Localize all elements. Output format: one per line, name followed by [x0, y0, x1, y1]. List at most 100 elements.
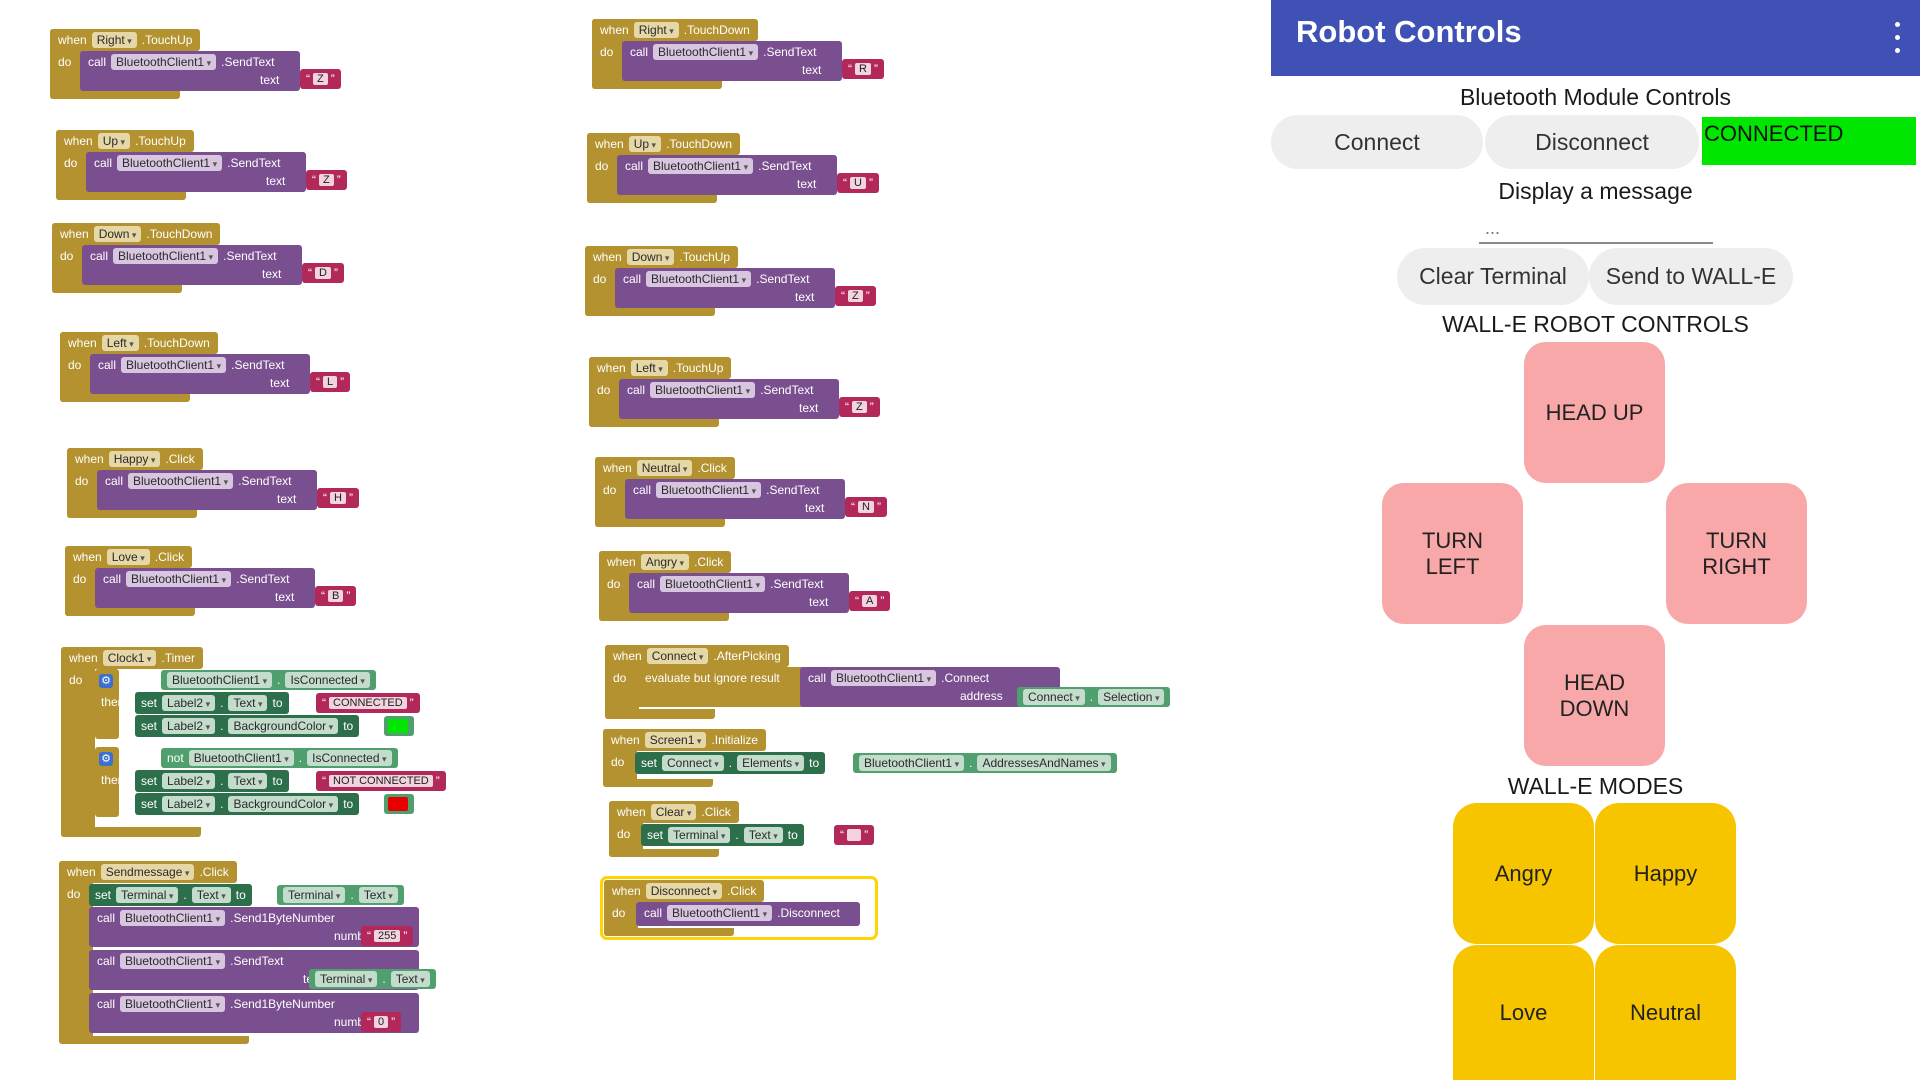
bgcolor-dropdown[interactable]: BackgroundColor	[228, 796, 339, 812]
bt-dropdown[interactable]: BluetoothClient1	[120, 996, 226, 1012]
call-disconnect-block[interactable]: call BluetoothClient1 .Disconnect	[636, 902, 860, 926]
set-connect-elements-block[interactable]: set Connect . Elements to	[635, 752, 826, 774]
string-value[interactable]: “ Z ”	[300, 69, 341, 89]
set-terminal-text-block[interactable]: set Terminal . Text to	[641, 824, 804, 846]
component-dropdown[interactable]: Left	[630, 360, 668, 376]
selection-dropdown[interactable]: Selection	[1098, 689, 1165, 705]
bt-dropdown[interactable]: BluetoothClient1	[660, 576, 766, 592]
connect-selection-getter[interactable]: Connect . Selection	[1017, 687, 1171, 707]
call-connect-block[interactable]: call BluetoothClient1 .Connect address	[800, 667, 1060, 707]
label-dropdown[interactable]: Label2	[162, 796, 216, 812]
event-block-happy-click[interactable]: whenHappy.ClickdocallBluetoothClient1.Se…	[67, 448, 387, 518]
isconnected-dropdown[interactable]: IsConnected	[307, 750, 392, 766]
gear-icon[interactable]: ⚙	[99, 674, 113, 688]
set-label-text-block-2[interactable]: set Label2 . Text to	[135, 770, 289, 792]
sendmessage-dropdown[interactable]: Sendmessage	[100, 864, 195, 880]
event-block-up-touchup[interactable]: whenUp.TouchUpdocallBluetoothClient1.Sen…	[56, 130, 376, 200]
component-dropdown[interactable]: Right	[91, 32, 137, 48]
event-block-screen-initialize[interactable]: when Screen1 .Initialize do set Connect …	[603, 729, 1143, 787]
bt-dropdown[interactable]: BluetoothClient1	[167, 672, 273, 688]
color-green-block[interactable]	[384, 716, 414, 736]
event-block-right-touchup[interactable]: whenRight.TouchUpdocallBluetoothClient1.…	[50, 29, 370, 99]
component-dropdown[interactable]: Left	[101, 335, 139, 351]
is-connected-block[interactable]: BluetoothClient1 . IsConnected	[161, 670, 376, 690]
head-down-button[interactable]: HEAD DOWN	[1524, 625, 1665, 766]
message-input[interactable]	[1479, 214, 1713, 244]
label-dropdown[interactable]: Label2	[162, 773, 216, 789]
event-block-love-click[interactable]: whenLove.ClickdocallBluetoothClient1.Sen…	[65, 546, 385, 616]
string-0[interactable]: “ 0 ”	[361, 1012, 402, 1032]
event-block-left-touchup[interactable]: whenLeft.TouchUpdocallBluetoothClient1.S…	[589, 357, 909, 427]
bt-dropdown[interactable]: BluetoothClient1	[188, 750, 294, 766]
clear-terminal-button[interactable]: Clear Terminal	[1397, 248, 1589, 305]
bt-addresses-getter[interactable]: BluetoothClient1 . AddressesAndNames	[853, 753, 1117, 773]
string-value[interactable]: “ H ”	[317, 488, 359, 508]
bt-dropdown[interactable]: BluetoothClient1	[128, 473, 234, 489]
set-label-text-block[interactable]: set Label2 . Text to	[135, 692, 289, 714]
string-connected[interactable]: “ CONNECTED ”	[316, 693, 420, 713]
component-dropdown[interactable]: Down	[93, 226, 142, 242]
terminal-dropdown[interactable]: Terminal	[116, 887, 179, 903]
text-dropdown[interactable]: Text	[390, 971, 430, 987]
bt-dropdown[interactable]: BluetoothClient1	[650, 382, 756, 398]
string-value[interactable]: “ U ”	[837, 173, 879, 193]
label-dropdown[interactable]: Label2	[162, 695, 216, 711]
connect-dropdown[interactable]: Connect	[662, 755, 724, 771]
text-dropdown[interactable]: Text	[743, 827, 783, 843]
component-dropdown[interactable]: Right	[633, 22, 679, 38]
bt-dropdown[interactable]: BluetoothClient1	[120, 953, 226, 969]
bt-dropdown[interactable]: BluetoothClient1	[859, 755, 965, 771]
event-block-connect-afterpicking[interactable]: when Connect .AfterPicking do evaluate b…	[605, 645, 1175, 719]
clear-dropdown[interactable]: Clear	[650, 804, 697, 820]
blocks-workspace[interactable]: whenRight.TouchUpdocallBluetoothClient1.…	[0, 0, 1245, 1080]
color-red-block[interactable]	[384, 794, 414, 814]
gear-icon[interactable]: ⚙	[99, 752, 113, 766]
addresses-dropdown[interactable]: AddressesAndNames	[977, 755, 1111, 771]
event-block-angry-click[interactable]: whenAngry.ClickdocallBluetoothClient1.Se…	[599, 551, 919, 621]
string-value[interactable]: “ N ”	[845, 497, 887, 517]
component-dropdown[interactable]: Down	[626, 249, 675, 265]
overflow-menu-icon[interactable]	[1888, 18, 1906, 58]
bt-dropdown[interactable]: BluetoothClient1	[121, 357, 227, 373]
event-block-right-touchdown[interactable]: whenRight.TouchDowndocallBluetoothClient…	[592, 19, 912, 89]
text-dropdown[interactable]: Text	[358, 887, 398, 903]
string-value[interactable]: “ Z ”	[839, 397, 880, 417]
disconnect-dropdown[interactable]: Disconnect	[645, 883, 723, 899]
string-not-connected[interactable]: “ NOT CONNECTED ”	[316, 771, 446, 791]
string-value[interactable]: “ R ”	[842, 59, 884, 79]
screen-dropdown[interactable]: Screen1	[644, 732, 707, 748]
bt-dropdown[interactable]: BluetoothClient1	[831, 670, 937, 686]
component-dropdown[interactable]: Neutral	[636, 460, 693, 476]
event-block-left-touchdown[interactable]: whenLeft.TouchDowndocallBluetoothClient1…	[60, 332, 380, 402]
string-255[interactable]: “ 255 ”	[361, 926, 414, 946]
bt-dropdown[interactable]: BluetoothClient1	[117, 155, 223, 171]
isconnected-dropdown[interactable]: IsConnected	[285, 672, 370, 688]
neutral-button[interactable]: Neutral	[1595, 945, 1736, 1080]
not-block[interactable]: not BluetoothClient1 . IsConnected	[161, 748, 398, 768]
event-block-clock-timer[interactable]: when Clock1 .Timer do ⚙ if BluetoothClie…	[61, 647, 461, 837]
string-value[interactable]: “ Z ”	[835, 286, 876, 306]
string-empty[interactable]: “ ”	[834, 825, 875, 845]
component-dropdown[interactable]: Up	[97, 133, 131, 149]
connect-button[interactable]: Connect	[1271, 115, 1483, 169]
clock-dropdown[interactable]: Clock1	[102, 650, 157, 666]
event-block-neutral-click[interactable]: whenNeutral.ClickdocallBluetoothClient1.…	[595, 457, 915, 527]
string-value[interactable]: “ D ”	[302, 263, 344, 283]
head-up-button[interactable]: HEAD UP	[1524, 342, 1665, 483]
send-button[interactable]: Send to WALL-E	[1589, 248, 1793, 305]
disconnect-button[interactable]: Disconnect	[1485, 115, 1699, 169]
event-block-disconnect-click[interactable]: when Disconnect .Click do call Bluetooth…	[600, 876, 878, 940]
label-dropdown[interactable]: Label2	[162, 718, 216, 734]
bt-dropdown[interactable]: BluetoothClient1	[126, 571, 232, 587]
connect-dropdown[interactable]: Connect	[646, 648, 709, 664]
bt-dropdown[interactable]: BluetoothClient1	[646, 271, 752, 287]
string-value[interactable]: “ L ”	[310, 372, 351, 392]
